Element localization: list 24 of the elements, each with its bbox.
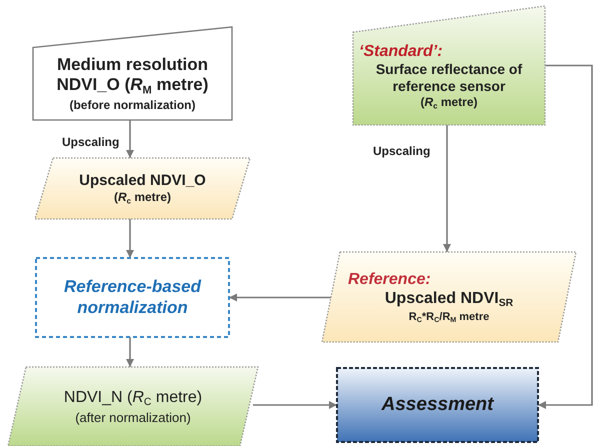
node-text: Upscaled NDVI$_{SR}$ — [384, 288, 514, 311]
node-heading: Medium resolution — [56, 54, 208, 76]
arrow — [538, 64, 593, 409]
arrow — [229, 294, 331, 302]
node-text: Reference-based normalization — [62, 277, 202, 318]
node-heading: NDVI_N (R$_{C}$ metre) — [64, 388, 202, 410]
node-text: Assessment — [382, 394, 494, 416]
edge-label: Upscaling — [371, 144, 432, 158]
node-text: (after normalization) — [75, 410, 191, 426]
node-text: (before normalization) — [69, 98, 196, 112]
arrow — [126, 337, 134, 367]
node-heading: Reference: — [348, 270, 431, 289]
node-text: (R$_{c}$ metre) — [114, 190, 172, 206]
arrow — [126, 219, 134, 258]
arrow — [253, 401, 337, 409]
node-text: (R$_{c}$ metre) — [420, 95, 478, 111]
edge-label: Upscaling — [60, 135, 122, 149]
node-heading: Upscaled NDVI_O — [79, 172, 206, 190]
node-heading: ‘Standard’: — [359, 42, 443, 62]
node-text: NDVI_O (R$_{M}$ metre) — [56, 75, 208, 98]
arrow — [126, 120, 134, 158]
node-text: Surface reflectance of reference sensor — [374, 61, 524, 96]
node-text: R$_{C}$*R$_{C}$/R$_{M}$ metre — [408, 310, 490, 324]
arrow — [443, 125, 451, 252]
